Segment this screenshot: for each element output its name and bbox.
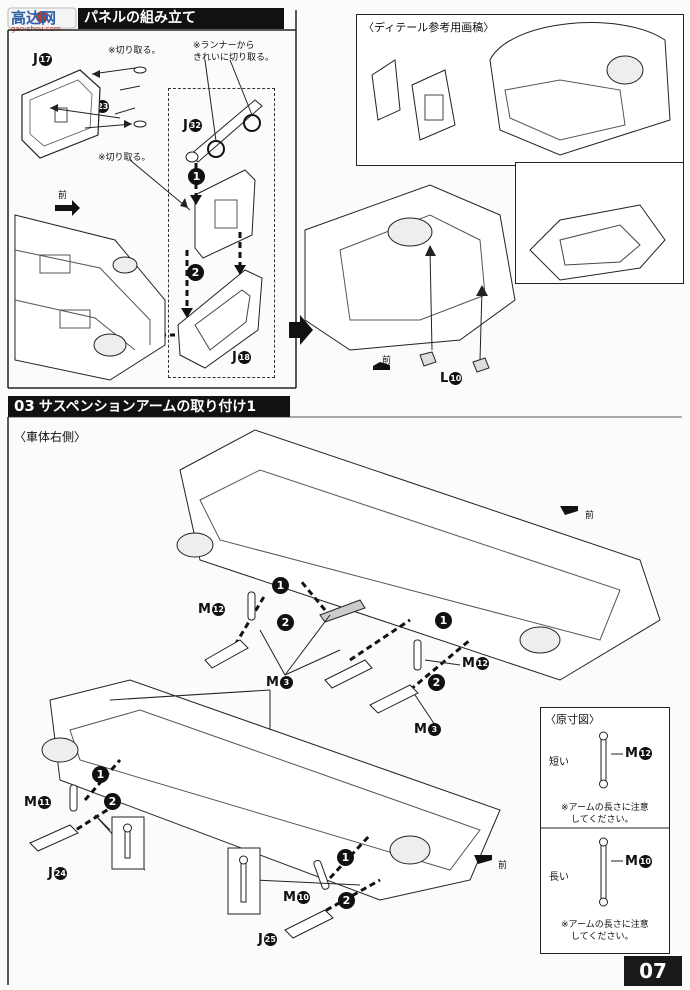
logo-subtext: gao-shou.com	[11, 25, 61, 33]
step-marker: 2	[104, 793, 121, 810]
step-marker: 2	[428, 674, 445, 691]
part-letter: J	[48, 866, 53, 881]
part-number: 18	[237, 351, 251, 364]
part-number: 12	[638, 747, 652, 760]
section-title: サスペンションアームの取り付け1	[38, 399, 257, 415]
part-letter: M	[283, 890, 296, 905]
step-marker: 1	[92, 766, 109, 783]
panel-drawing	[21, 66, 147, 159]
arm-length-note: ※アームの長さに注意	[561, 920, 649, 930]
part-letter: M	[625, 854, 638, 869]
reference-box-title: 〈原寸図〉	[545, 713, 600, 726]
step-marker: 1	[337, 849, 354, 866]
step-marker: 1	[272, 577, 289, 594]
page-number: 07	[624, 956, 682, 986]
part-number: 11	[37, 796, 51, 809]
runner-note: ※ランナーから	[193, 41, 255, 51]
part-letter: M	[462, 656, 475, 671]
assembly-area	[168, 88, 275, 378]
step-marker: 1	[435, 612, 452, 629]
logo-text: 高达网	[11, 9, 57, 27]
front-label: 前	[585, 511, 595, 521]
section-header-panel: パネルの組み立て	[78, 8, 284, 29]
front-label: 前	[382, 356, 392, 366]
long-label: 長い	[549, 872, 569, 883]
section-title: パネルの組み立て	[84, 10, 196, 26]
detail-box-title: 〈ディテール参考用画稿〉	[363, 21, 495, 34]
arm-length-note: してください。	[571, 932, 634, 942]
logo-mark	[7, 7, 77, 29]
short-label: 短い	[549, 757, 569, 768]
cut-note: ※切り取る。	[108, 46, 161, 56]
part-letter: M	[24, 795, 37, 810]
part-letter: J	[258, 932, 263, 947]
assembly-drawing	[129, 159, 263, 369]
step-marker: 1	[188, 168, 205, 185]
part-number: 3	[427, 723, 441, 736]
runner-note: きれいに切り取る。	[193, 53, 275, 63]
reference-drawings	[541, 731, 669, 907]
part-number: 17	[38, 53, 52, 66]
site-logo: 高达网 gao-shou.com	[7, 6, 78, 33]
part-letter: L	[440, 371, 449, 386]
cut-note: ※切り取る。	[98, 153, 151, 163]
part-letter: M	[266, 675, 279, 690]
part-number: 10	[638, 855, 652, 868]
part-number: 25	[263, 933, 277, 946]
part-number: 10	[296, 891, 310, 904]
step-marker: 2	[187, 264, 204, 281]
part-number: 12	[211, 603, 225, 616]
runner-drawing	[185, 59, 263, 163]
front-label: 前	[58, 191, 68, 201]
part-number: 32	[188, 119, 202, 132]
arm-length-note: ※アームの長さに注意	[561, 803, 649, 813]
part-letter: M	[414, 722, 427, 737]
next-arrow	[289, 315, 313, 345]
part-letter: J	[183, 118, 188, 133]
section-number: 03	[14, 397, 35, 415]
part-letter: J	[33, 52, 38, 67]
part-number: 24	[53, 867, 67, 880]
chassis-drawing-right	[304, 184, 516, 373]
part-number: 12	[475, 657, 489, 670]
detail-drawings	[371, 22, 671, 281]
arm-length-note: してください。	[571, 815, 634, 825]
part-number: 10	[449, 372, 463, 385]
part-number: 3	[279, 676, 293, 689]
part-letter: M	[198, 602, 211, 617]
step-marker: 2	[277, 614, 294, 631]
section-subtitle: 〈車体右側〉	[14, 430, 87, 444]
part-letter: M	[625, 746, 638, 761]
chassis-drawing-left	[14, 200, 166, 381]
step-marker: 2	[338, 892, 355, 909]
front-label: 前	[498, 861, 508, 871]
part-letter: J	[232, 350, 237, 365]
